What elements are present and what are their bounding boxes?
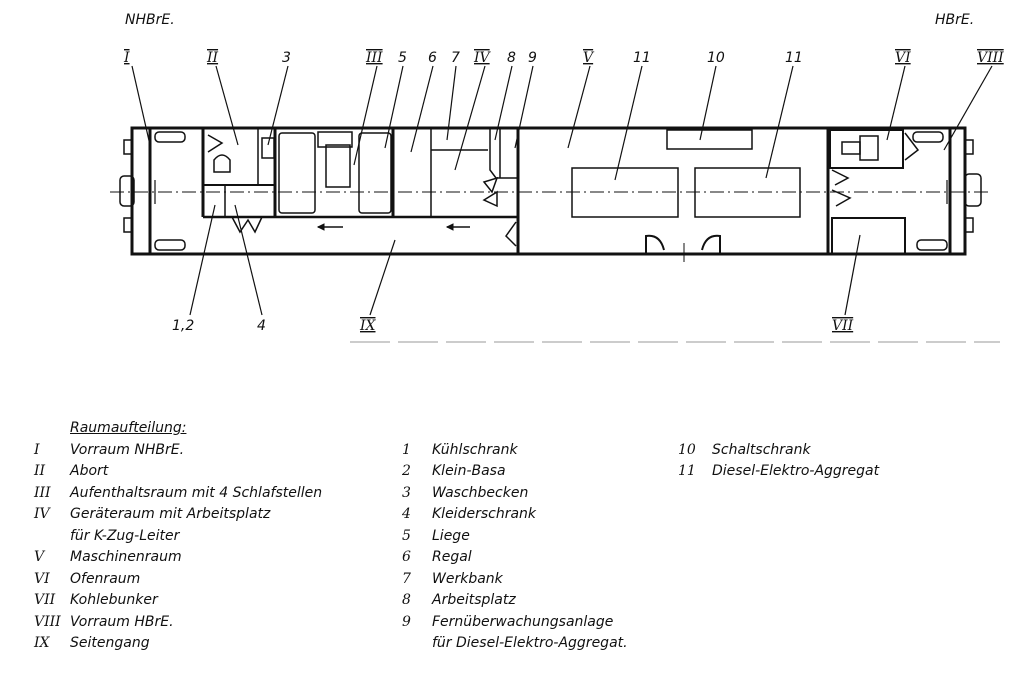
legend-row: VIII Vorraum HBrE. bbox=[34, 612, 322, 634]
legend-key: 11 bbox=[678, 463, 696, 479]
legend-text: Waschbecken bbox=[432, 484, 529, 501]
legend-key: VII bbox=[34, 592, 56, 608]
legend-text: Abort bbox=[70, 463, 109, 479]
legend-text: Kohlebunker bbox=[70, 592, 158, 608]
label-nhbre: NHBrE. bbox=[125, 12, 175, 28]
callout-VIII: VIII bbox=[977, 50, 1004, 66]
legend-text: Kleiderschrank bbox=[432, 506, 537, 522]
legend-key: 3 bbox=[402, 484, 411, 501]
legend-key: II bbox=[34, 463, 46, 479]
legend-key: 7 bbox=[402, 570, 411, 587]
legend-row: 7 Werkbank bbox=[402, 569, 628, 591]
legend-key bbox=[34, 526, 70, 548]
legend-text: für K-Zug-Leiter bbox=[70, 527, 180, 544]
legend-row: VI Ofenraum bbox=[34, 569, 322, 591]
callout-I: I bbox=[123, 50, 130, 66]
legend-key: 10 bbox=[678, 441, 696, 458]
legend-row: 9 Fernüberwachungsanlage bbox=[402, 612, 628, 634]
legend-title: Raumaufteilung: bbox=[70, 420, 187, 436]
callout-7: 7 bbox=[451, 50, 460, 66]
legend-key: III bbox=[34, 484, 51, 501]
legend-key: 4 bbox=[402, 506, 411, 522]
callout-IV: IV bbox=[473, 50, 492, 66]
legend-text: Klein-Basa bbox=[432, 463, 506, 479]
legend-key: VI bbox=[34, 570, 50, 587]
legend-items: 1 Kühlschrank 2 Klein-Basa 3 Waschbecken 4 Klei… bbox=[402, 440, 628, 655]
legend-key: 6 bbox=[402, 549, 411, 565]
legend-text: Aufenthaltsraum mit 4 Schlafstellen bbox=[70, 484, 323, 501]
legend-text: Vorraum HBrE. bbox=[70, 613, 174, 630]
legend-text: Werkbank bbox=[432, 570, 503, 587]
legend-key: 8 bbox=[402, 592, 411, 608]
callout-IX: IX bbox=[359, 318, 377, 334]
legend-row: 3 Waschbecken bbox=[402, 483, 628, 505]
legend-text: Fernüberwachungsanlage bbox=[432, 613, 614, 630]
callout-5: 5 bbox=[398, 50, 407, 66]
callout-11b: 11 bbox=[785, 50, 803, 66]
callout-9: 9 bbox=[528, 50, 537, 66]
legend-text: Diesel-Elektro-Aggregat bbox=[712, 463, 880, 479]
legend-key: 1 bbox=[402, 441, 411, 458]
legend-key bbox=[402, 633, 432, 655]
legend-text: Ofenraum bbox=[70, 570, 141, 587]
legend-row: 4 Kleiderschrank bbox=[402, 504, 628, 526]
legend-row: 6 Regal bbox=[402, 547, 628, 569]
legend-text: Kühlschrank bbox=[432, 441, 518, 458]
car-body-outline bbox=[130, 126, 967, 256]
legend-row: 10 Schaltschrank bbox=[678, 440, 879, 462]
legend-text: Vorraum NHBrE. bbox=[70, 441, 185, 458]
legend-text: Geräteraum mit Arbeitsplatz bbox=[70, 506, 271, 522]
legend-text: Seitengang bbox=[70, 635, 150, 651]
callout-VII: VII bbox=[832, 318, 854, 334]
legend-row: 8 Arbeitsplatz bbox=[402, 590, 628, 612]
legend-row: für K-Zug-Leiter bbox=[34, 526, 322, 548]
callout-11a: 11 bbox=[633, 50, 651, 66]
callout-3: 3 bbox=[282, 50, 291, 66]
legend-row: II Abort bbox=[34, 461, 322, 483]
legend-row: VII Kohlebunker bbox=[34, 590, 322, 612]
legend-key: V bbox=[34, 549, 45, 565]
legend-key: 5 bbox=[402, 527, 411, 544]
legend-text: Maschinenraum bbox=[70, 549, 182, 565]
callout-II: II bbox=[206, 50, 219, 66]
legend-row: für Diesel-Elektro-Aggregat. bbox=[402, 633, 628, 655]
legend-row: IX Seitengang bbox=[34, 633, 322, 655]
legend-key: IV bbox=[34, 506, 50, 522]
legend-key: IX bbox=[34, 635, 50, 651]
leader-lines bbox=[131, 65, 993, 316]
label-hbre: HBrE. bbox=[935, 12, 974, 28]
legend-text: Liege bbox=[432, 527, 470, 544]
legend-key: 2 bbox=[402, 463, 411, 479]
callout-6: 6 bbox=[428, 50, 437, 66]
legend-row: 11 Diesel-Elektro-Aggregat bbox=[678, 461, 879, 483]
callout-8: 8 bbox=[507, 50, 516, 66]
callout-1-2: 1,2 bbox=[172, 318, 194, 334]
legend-text: Regal bbox=[432, 549, 472, 565]
legend-key: 9 bbox=[402, 613, 411, 630]
legend-row: 1 Kühlschrank bbox=[402, 440, 628, 462]
legend-items-2: 10 Schaltschrank 11 Diesel-Elektro-Aggregat bbox=[678, 440, 879, 483]
legend-row: 2 Klein-Basa bbox=[402, 461, 628, 483]
legend-text: Arbeitsplatz bbox=[432, 592, 516, 608]
legend-text: für Diesel-Elektro-Aggregat. bbox=[432, 635, 628, 651]
legend-row: V Maschinenraum bbox=[34, 547, 322, 569]
callout-III: III bbox=[365, 50, 383, 66]
legend-key: VIII bbox=[34, 613, 61, 630]
legend-key: I bbox=[34, 441, 40, 458]
callout-V: V bbox=[583, 50, 595, 66]
legend-row: I Vorraum NHBrE. bbox=[34, 440, 322, 462]
callout-VI: VI bbox=[895, 50, 911, 66]
callout-4: 4 bbox=[257, 318, 266, 334]
callout-10: 10 bbox=[707, 50, 725, 66]
legend-text: Schaltschrank bbox=[712, 441, 811, 458]
legend-row: III Aufenthaltsraum mit 4 Schlafstellen bbox=[34, 483, 322, 505]
legend-row: 5 Liege bbox=[402, 526, 628, 548]
legend-row: IV Geräteraum mit Arbeitsplatz bbox=[34, 504, 322, 526]
